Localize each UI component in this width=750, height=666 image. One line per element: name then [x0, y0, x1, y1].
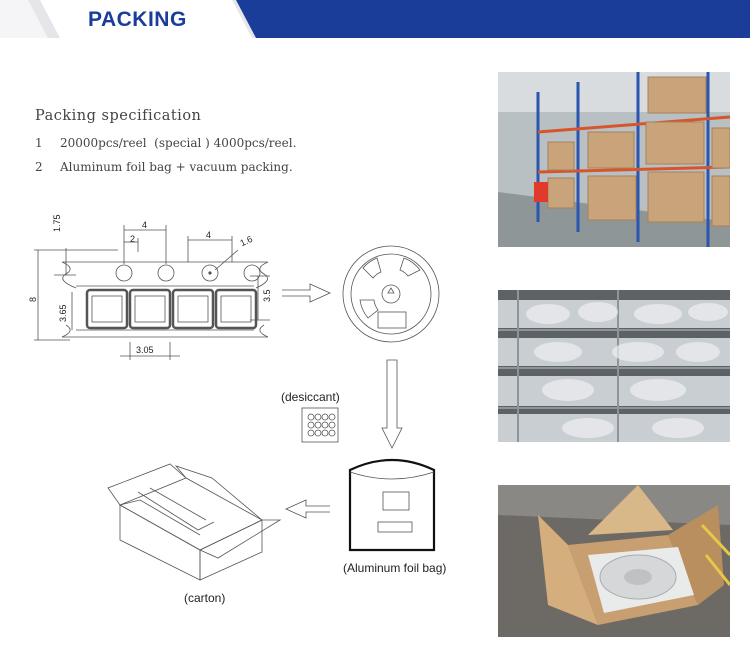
- desiccant-grid: [307, 413, 336, 437]
- dim-4-top: 4: [142, 220, 148, 230]
- page-title: PACKING: [88, 8, 187, 31]
- dim-2: 2: [130, 234, 136, 244]
- foil-bag-drawing: [348, 458, 436, 552]
- open-carton-photo: [498, 485, 730, 637]
- dim-1-75: 1.75: [52, 214, 62, 232]
- carton-drawing: [107, 463, 282, 581]
- reel-drawing: [342, 245, 440, 343]
- packing-diagram: [34, 225, 440, 581]
- header-banner: [0, 0, 750, 38]
- foil-bag-label: (Aluminum foil bag): [343, 561, 447, 575]
- carton-label: (carton): [184, 591, 226, 605]
- carrier-tape-drawing: [34, 225, 270, 360]
- warehouse-photo: [498, 72, 730, 247]
- spec-title: Packing specification: [35, 108, 202, 124]
- dim-8: 8: [28, 296, 38, 302]
- dim-3-5: 3.5: [262, 289, 272, 302]
- desiccant-label: (desiccant): [281, 390, 340, 404]
- foil-bag-shelves-photo: [498, 290, 730, 442]
- dim-3-05: 3.05: [136, 345, 154, 355]
- dim-3-65: 3.65: [58, 304, 68, 322]
- dim-4-mid: 4: [206, 230, 212, 240]
